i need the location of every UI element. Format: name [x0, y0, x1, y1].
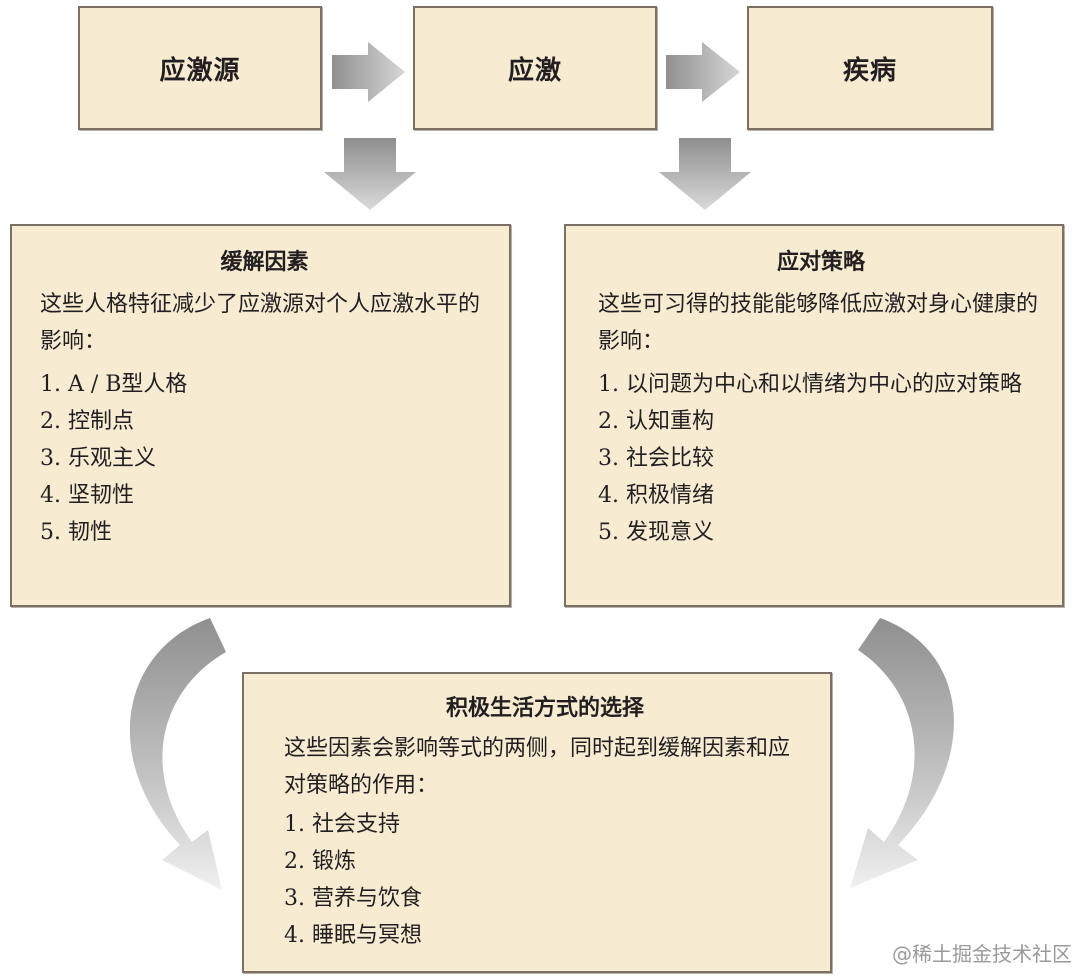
illness-box: 疾病	[747, 6, 993, 130]
list-item: 5. 韧性	[40, 520, 112, 545]
list-item: 2. 控制点	[40, 409, 134, 434]
list-item: 1. 社会支持	[284, 812, 400, 837]
stressor-box: 应激源	[78, 6, 322, 130]
list-item: 4. 坚韧性	[40, 483, 134, 508]
list-item: 4. 积极情绪	[598, 483, 714, 508]
lifestyle-panel: 积极生活方式的选择 这些因素会影响等式的两侧，同时起到缓解因素和应对策略的作用：…	[242, 672, 832, 973]
stress-label: 应激	[507, 55, 562, 86]
watermark: @稀土掘金技术社区	[892, 942, 1072, 966]
list-item: 1. 以问题为中心和以情绪为中心的应对策略	[598, 372, 1022, 397]
right-arrow-icon	[666, 42, 740, 102]
list-item: 5. 发现意义	[598, 520, 714, 545]
list-item: 4. 睡眠与冥想	[284, 923, 422, 948]
list-item: 3. 社会比较	[598, 446, 714, 471]
down-arrow-icon	[659, 138, 751, 210]
coping-title: 应对策略	[776, 250, 865, 275]
list-item: 1. A / B型人格	[40, 372, 188, 397]
list-item: 2. 锻炼	[284, 849, 356, 874]
moderators-description: 这些人格特征减少了应激源对个人应激水平的影响：	[40, 292, 481, 354]
curved-arrow-left-icon	[129, 618, 226, 890]
moderators-title: 缓解因素	[220, 250, 309, 275]
coping-list: 1. 以问题为中心和以情绪为中心的应对策略 2. 认知重构 3. 社会比较 4.…	[598, 366, 1044, 551]
right-arrow-icon	[332, 42, 405, 102]
list-item: 2. 认知重构	[598, 409, 714, 434]
coping-panel: 应对策略 这些可习得的技能能够降低应激对身心健康的影响： 1. 以问题为中心和以…	[564, 224, 1064, 607]
lifestyle-description: 这些因素会影响等式的两侧，同时起到缓解因素和应对策略的作用：	[284, 736, 791, 798]
moderators-panel: 缓解因素 这些人格特征减少了应激源对个人应激水平的影响： 1. A / B型人格…	[10, 224, 511, 607]
down-arrow-icon	[324, 138, 416, 210]
list-item: 3. 乐观主义	[40, 446, 156, 471]
list-item: 3. 营养与饮食	[284, 886, 422, 911]
curved-arrow-right-icon	[850, 618, 954, 888]
illness-label: 疾病	[842, 55, 897, 86]
moderators-list: 1. A / B型人格 2. 控制点 3. 乐观主义 4. 坚韧性 5. 韧性	[40, 366, 489, 551]
lifestyle-list: 1. 社会支持 2. 锻炼 3. 营养与饮食 4. 睡眠与冥想	[284, 806, 806, 954]
coping-description: 这些可习得的技能能够降低应激对身心健康的影响：	[598, 292, 1039, 354]
stress-box: 应激	[413, 6, 657, 130]
stressor-label: 应激源	[159, 55, 241, 86]
lifestyle-title: 积极生活方式的选择	[445, 696, 644, 721]
